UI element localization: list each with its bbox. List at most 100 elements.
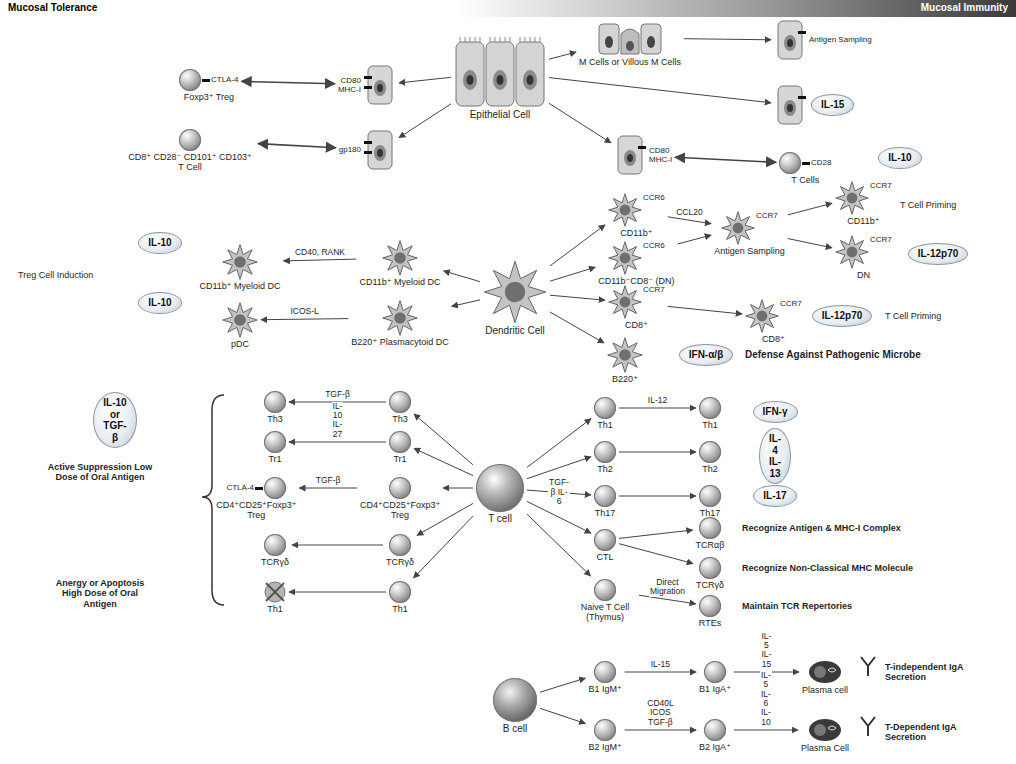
- cell-label: IL-4 IL-13: [769, 433, 781, 479]
- antibody-symbol: [861, 657, 875, 676]
- cell-label: CTL: [596, 552, 613, 562]
- cell-node: IL-15: [774, 84, 854, 126]
- cytokine-bubble: IL-12p70: [908, 243, 969, 265]
- cell-icon: [779, 152, 801, 174]
- decor-circle: [847, 247, 858, 258]
- decor-circle: [265, 582, 285, 602]
- epithelium-icon: [454, 36, 546, 108]
- cell-label: IL-15: [821, 99, 844, 111]
- cell-node: T cell: [476, 464, 524, 525]
- decor-ellipse: [624, 150, 636, 166]
- decor-ellipse: [527, 75, 534, 85]
- cell-node: TCRγδ: [696, 557, 724, 590]
- cell-label: CD11b⁺ Myeloid DC: [199, 281, 280, 291]
- cell-label: TCRγδ: [386, 557, 414, 567]
- decor-line: [500, 37, 501, 42]
- decor-circle: [733, 223, 744, 234]
- cell-node: CCR7CD11b⁺: [835, 181, 892, 226]
- cell-label: Tr1: [393, 454, 406, 464]
- cell-node: CCR7CD8⁺: [745, 299, 802, 344]
- epithelial-icon: [364, 64, 396, 106]
- cell-row: CTLA-4: [179, 69, 239, 91]
- cell-label: T cell: [488, 513, 512, 525]
- cell-icon: [389, 581, 411, 603]
- cell-node: B1 IgM⁺: [588, 661, 621, 694]
- cell-row: CD28: [779, 152, 831, 174]
- annotation-label: Recognize Non-Classical MHC Molecule: [742, 563, 913, 573]
- edge-label: Direct Migration: [649, 578, 686, 597]
- annotation-label: Active Suppression Low Dose of Oral Anti…: [45, 462, 155, 483]
- cytokine-bubble: IL-15: [811, 94, 854, 116]
- dendritic-icon: [382, 240, 418, 276]
- cell-label: CD4⁺CD25⁺Foxp3⁺ Treg: [216, 500, 296, 521]
- cell-node: CTL: [594, 529, 616, 562]
- decor-line: [266, 583, 284, 601]
- decor-ellipse: [467, 75, 474, 85]
- cell-label: Th1: [597, 420, 613, 430]
- cell-icon: [493, 678, 537, 722]
- decor-svg: [382, 300, 418, 336]
- decor-svg: [608, 241, 642, 275]
- cell-label: M Cells or Villous M Cells: [579, 57, 681, 67]
- decor-rect: [516, 42, 544, 106]
- cell-label: CTLA-4: [211, 75, 239, 84]
- arrow-connector: [668, 217, 711, 224]
- cell-row: CCR7: [608, 285, 665, 319]
- cell-label: TCRαβ: [696, 540, 725, 550]
- arrow-connector: [675, 157, 776, 162]
- cell-node: Plasma Cell: [801, 718, 849, 753]
- cell-node: CD28T Cells: [779, 152, 831, 185]
- marker-bar: [202, 79, 210, 82]
- cell-label: CCR7: [780, 299, 802, 308]
- decor-polygon: [609, 286, 642, 319]
- cell-label: B cell: [503, 723, 527, 735]
- decor-ellipse: [784, 35, 796, 51]
- cell-label: IL-10 or TGF-β: [103, 397, 126, 443]
- decor-svg: [607, 337, 643, 373]
- cell-label: IL-17: [763, 490, 786, 502]
- cell-label: CCR6: [643, 241, 665, 250]
- edge-label: IL-12: [647, 396, 668, 405]
- cell-node: CTLA-4CD4⁺CD25⁺Foxp3⁺ Treg: [216, 477, 296, 521]
- decor-circle: [505, 282, 525, 302]
- cell-icon: [594, 661, 616, 683]
- decor-svg: [222, 244, 258, 280]
- antibody-symbol: [861, 717, 875, 736]
- cytokine-bubble: IL-10: [878, 147, 921, 169]
- edge-label: IL-15: [650, 660, 671, 669]
- dendritic-icon: [721, 211, 755, 245]
- decor-ellipse: [809, 661, 841, 683]
- cell-label: IL-10: [148, 297, 171, 309]
- decor-line: [490, 37, 491, 42]
- decor-rect: [778, 86, 802, 124]
- decor-svg: [264, 581, 286, 603]
- arrow-connector: [452, 300, 480, 306]
- decor-circle: [394, 252, 406, 264]
- cell-icon: [594, 441, 616, 463]
- decor-ellipse: [463, 70, 477, 90]
- decor-circle: [619, 349, 631, 361]
- decor-circle: [757, 311, 768, 322]
- cell-label: CD8⁺ CD28⁻ CD101⁺ CD103⁺ T Cell: [125, 152, 255, 173]
- decor-rect: [599, 24, 619, 54]
- decor-rect: [364, 76, 372, 79]
- decor-rect: [798, 31, 806, 34]
- decor-svg: [721, 211, 755, 245]
- cell-row: CCR6: [608, 193, 665, 227]
- dendritic-icon: [745, 299, 779, 333]
- decor-rect: [368, 131, 392, 169]
- decor-svg: [835, 235, 869, 269]
- decor-circle: [620, 297, 631, 308]
- decor-line: [266, 583, 284, 601]
- decor-svg: [774, 84, 806, 126]
- edge-label: ICOS-L: [290, 307, 320, 316]
- cell-node: B220⁺: [607, 337, 643, 384]
- cytokine-bubble: IL-10: [138, 232, 181, 254]
- cell-label: CCR6: [643, 193, 665, 202]
- cell-icon: [476, 464, 524, 512]
- cell-label: B220⁺: [612, 374, 638, 384]
- cell-icon: [699, 397, 721, 419]
- cell-node: CD11b⁺ Myeloid DC: [359, 240, 440, 287]
- decor-polygon: [383, 301, 418, 336]
- cell-label: RTEs: [699, 618, 721, 628]
